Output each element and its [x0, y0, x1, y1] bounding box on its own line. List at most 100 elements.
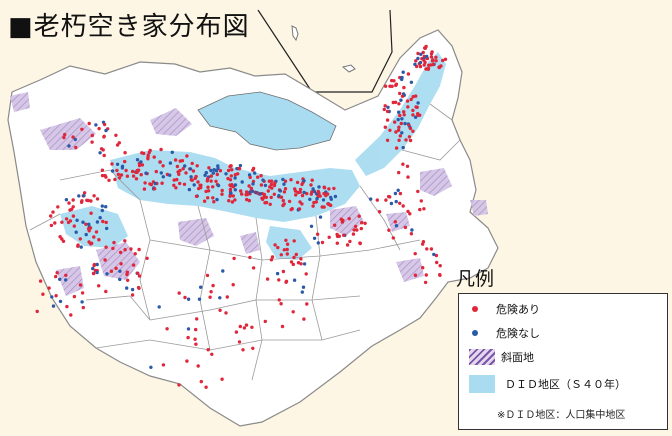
safe-house-dot — [67, 144, 71, 148]
safe-house-dot — [199, 285, 203, 289]
safe-house-dot — [98, 216, 102, 220]
danger-house-dot — [394, 130, 398, 134]
danger-house-dot — [210, 352, 214, 356]
danger-house-dot — [130, 169, 135, 174]
danger-house-dot — [123, 159, 127, 164]
danger-house-dot — [159, 147, 163, 152]
danger-house-dot — [248, 255, 252, 260]
safe-house-dot — [308, 197, 312, 201]
safe-house-dot — [130, 287, 135, 292]
danger-house-dot — [401, 204, 405, 208]
danger-house-dot — [279, 195, 284, 199]
danger-house-dot — [382, 107, 386, 112]
safe-house-dot — [104, 205, 108, 209]
legend-box: 危険あり 危険なし 斜面地 ＤＩＤ地区（Ｓ４０年） ※ＤＩＤ地区：人口集中地区 — [458, 293, 668, 430]
danger-house-dot — [385, 138, 390, 142]
danger-house-dot — [174, 186, 178, 190]
danger-house-dot — [352, 228, 356, 232]
danger-house-dot — [195, 164, 199, 168]
danger-house-dot — [95, 197, 100, 201]
danger-house-dot — [421, 266, 425, 270]
safe-house-dot — [105, 226, 109, 231]
safe-house-dot — [189, 175, 193, 179]
danger-house-dot — [90, 133, 95, 138]
safe-house-dot — [393, 191, 398, 196]
danger-house-dot — [414, 94, 418, 98]
danger-house-dot — [107, 178, 111, 182]
danger-house-dot — [251, 346, 255, 350]
danger-house-dot — [270, 255, 275, 259]
danger-house-dot — [443, 57, 448, 61]
danger-house-dot — [172, 178, 176, 182]
safe-house-dot — [221, 269, 225, 273]
safe-house-dot — [250, 189, 255, 193]
safe-house-dot — [105, 272, 109, 276]
danger-house-dot — [205, 273, 210, 278]
danger-house-dot — [137, 163, 142, 168]
danger-house-dot — [136, 271, 140, 275]
danger-house-dot — [207, 166, 211, 170]
safe-house-dot — [396, 117, 400, 122]
danger-house-dot — [160, 181, 164, 185]
danger-house-dot — [220, 377, 224, 381]
danger-house-dot — [101, 148, 105, 152]
danger-house-dot — [135, 170, 139, 174]
danger-house-dot — [297, 207, 302, 211]
danger-house-dot — [237, 166, 241, 171]
danger-house-dot — [102, 153, 106, 158]
safe-house-dot — [218, 296, 222, 300]
safe-house-dot — [87, 222, 91, 226]
safe-house-dot — [261, 178, 265, 182]
safe-house-dot — [125, 286, 129, 290]
danger-house-dot — [232, 256, 236, 261]
danger-house-dot — [430, 59, 435, 63]
safe-house-dot — [396, 188, 400, 192]
danger-house-dot — [199, 379, 203, 384]
danger-house-dot — [183, 295, 187, 300]
danger-house-dot — [206, 348, 210, 352]
danger-house-dot — [322, 191, 326, 196]
danger-house-dot — [89, 211, 93, 215]
danger-house-dot — [393, 100, 398, 105]
danger-house-dot — [119, 262, 123, 266]
danger-house-dot — [104, 289, 108, 294]
danger-house-dot — [296, 190, 300, 195]
danger-house-dot — [104, 245, 108, 249]
danger-house-dot — [327, 235, 331, 239]
danger-house-dot — [231, 194, 235, 198]
danger-house-dot — [123, 151, 127, 155]
danger-house-dot — [241, 348, 245, 352]
safe-house-dot — [204, 171, 208, 175]
legend-item-danger: 危険あり — [469, 299, 540, 319]
danger-house-dot — [97, 284, 101, 288]
danger-house-dot — [269, 195, 273, 200]
safe-house-dot — [409, 80, 414, 85]
safe-house-dot — [333, 194, 338, 199]
danger-house-dot — [419, 199, 423, 203]
danger-house-dot — [272, 192, 276, 196]
danger-house-dot — [82, 191, 87, 195]
danger-house-dot — [211, 196, 215, 200]
danger-house-dot — [398, 134, 402, 138]
danger-house-dot — [67, 201, 71, 205]
danger-house-dot — [259, 174, 263, 178]
danger-house-dot — [227, 199, 231, 203]
safe-house-dot — [369, 197, 373, 201]
danger-house-dot — [103, 258, 107, 262]
danger-house-dot — [263, 319, 267, 324]
danger-house-dot — [80, 291, 85, 295]
danger-house-dot — [398, 191, 403, 196]
safe-house-dot — [216, 164, 220, 168]
danger-house-dot — [398, 113, 402, 118]
danger-house-dot — [115, 143, 120, 147]
danger-house-dot — [71, 198, 75, 202]
safe-house-dot — [216, 183, 221, 188]
danger-house-dot — [110, 162, 114, 166]
danger-house-dot — [205, 179, 209, 183]
safe-house-dot — [316, 241, 320, 245]
danger-house-dot — [194, 342, 198, 346]
danger-house-dot — [270, 179, 274, 183]
danger-house-dot — [113, 177, 117, 182]
danger-house-dot — [71, 205, 75, 209]
